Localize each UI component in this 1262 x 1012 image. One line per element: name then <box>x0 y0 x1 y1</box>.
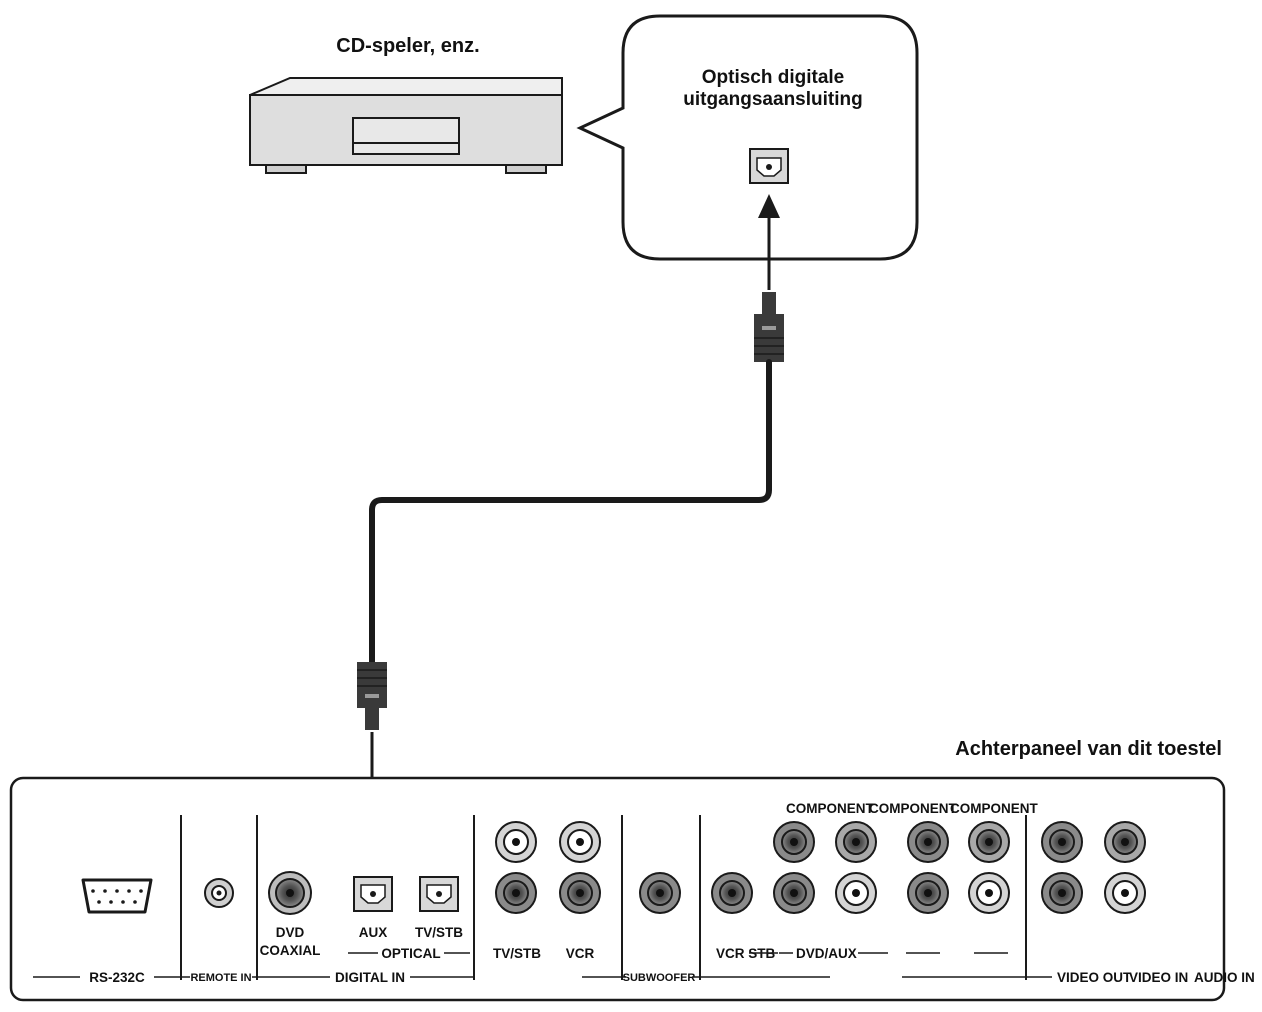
label-video-out: VIDEO OUT <box>1057 970 1132 985</box>
tvstb-audio-white-jack-icon <box>495 821 537 863</box>
label-dvd-aux: DVD/AUX <box>796 946 857 961</box>
arrow-up-icon <box>758 194 780 290</box>
source-device-label: CD-speler, enz. <box>336 35 479 57</box>
bubble-title-line1: Optisch digitale <box>702 67 845 88</box>
component-1-jacks-icon <box>773 821 877 914</box>
label-component-1: COMPONENT <box>786 801 875 816</box>
label-tvstb: TV/STB <box>493 946 541 961</box>
rs232c-port-icon <box>81 878 153 914</box>
rear-panel-caption: Achterpaneel van dit toestel <box>955 738 1222 760</box>
vcr-audio-red-jack-icon <box>559 872 601 914</box>
label-vcr-stb: VCR STB <box>716 946 776 961</box>
label-tvstb-optical: TV/STB <box>415 925 463 940</box>
label-aux: AUX <box>359 925 388 940</box>
aux-optical-jack-icon <box>353 876 393 912</box>
subwoofer-jack-icon <box>639 872 681 914</box>
bubble-title-line2: uitgangsaansluiting <box>683 89 862 110</box>
label-component-2: COMPONENT <box>869 801 958 816</box>
tvstb-audio-red-jack-icon <box>495 872 537 914</box>
optical-plug-bottom <box>357 662 387 730</box>
callout-bubble <box>576 14 919 261</box>
label-rs232c: RS-232C <box>89 970 145 985</box>
optical-output-jack-icon <box>749 148 789 184</box>
vcr-video-jack-icon <box>711 872 753 914</box>
video-audio-jacks-icon <box>1041 821 1146 914</box>
tvstb-optical-jack-icon <box>419 876 459 912</box>
label-subwoofer: SUBWOOFER <box>623 972 696 984</box>
label-dvd: DVD <box>276 925 305 940</box>
label-audio-in: AUDIO IN <box>1194 970 1255 985</box>
label-remote-in: REMOTE IN <box>190 972 251 984</box>
vcr-audio-white-jack-icon <box>559 821 601 863</box>
remote-in-jack-icon <box>204 878 234 908</box>
label-video-in: VIDEO IN <box>1129 970 1188 985</box>
dvd-coaxial-jack-icon <box>268 871 312 915</box>
label-optical: OPTICAL <box>381 946 440 961</box>
component-2-jacks-icon <box>907 821 1010 914</box>
optical-plug-top <box>754 292 784 362</box>
optical-cable <box>369 359 772 665</box>
label-digital-in: DIGITAL IN <box>335 970 405 985</box>
label-vcr: VCR <box>566 946 595 961</box>
cd-player-device <box>249 77 563 174</box>
label-coaxial: COAXIAL <box>260 943 321 958</box>
label-component-3: COMPONENT <box>950 801 1039 816</box>
